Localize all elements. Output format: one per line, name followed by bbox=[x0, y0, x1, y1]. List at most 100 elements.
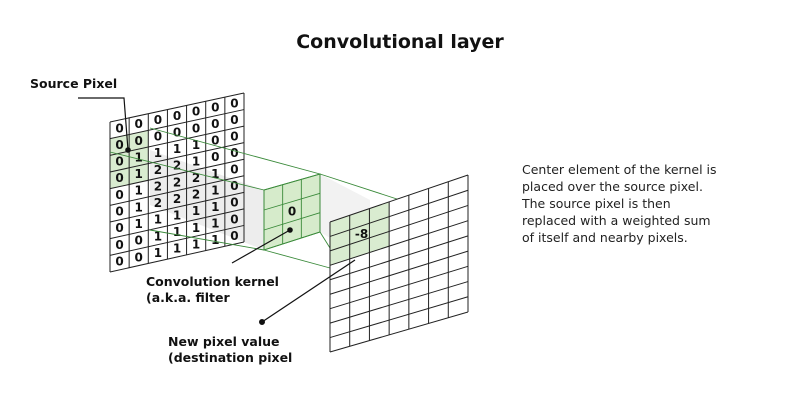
source-cell-value: 2 bbox=[154, 180, 162, 194]
grid-line bbox=[109, 109, 245, 140]
source-cell-value: 0 bbox=[135, 117, 143, 131]
source-cell-value: 0 bbox=[230, 229, 238, 243]
grid-line bbox=[263, 231, 321, 251]
kernel-center-value: 0 bbox=[288, 205, 296, 219]
source-cell-value: 0 bbox=[230, 163, 238, 177]
source-cell-value: 1 bbox=[173, 225, 181, 239]
source-cell-value: 0 bbox=[135, 250, 143, 264]
source-cell-value: 1 bbox=[173, 209, 181, 223]
source-cell-value: 0 bbox=[115, 138, 123, 152]
source-cell-value: 0 bbox=[211, 101, 219, 115]
source-cell-value: 1 bbox=[192, 204, 200, 218]
source-cell-value: 1 bbox=[135, 217, 143, 231]
destination-label-line2: (destination pixel bbox=[168, 350, 292, 365]
source-cell-value: 1 bbox=[211, 217, 219, 231]
grid-line bbox=[263, 192, 321, 211]
grid-line bbox=[329, 174, 469, 223]
connector-line bbox=[319, 173, 401, 201]
connector-line bbox=[109, 151, 265, 191]
source-cell-value: 0 bbox=[173, 125, 181, 139]
source-cell-value: 1 bbox=[135, 200, 143, 214]
source-cell-value: 1 bbox=[154, 246, 162, 260]
highlighted-cell bbox=[110, 167, 130, 189]
source-cell-value: 1 bbox=[211, 200, 219, 214]
description-text: Center element of the kernel is placed o… bbox=[521, 162, 717, 245]
source-cell-value: 2 bbox=[173, 159, 181, 173]
source-cell-value: 0 bbox=[115, 155, 123, 169]
source-cell-value: 1 bbox=[154, 229, 162, 243]
source-cell-value: 0 bbox=[230, 212, 238, 226]
grid-line bbox=[329, 235, 469, 281]
description-line: placed over the source pixel. bbox=[522, 179, 703, 194]
source-cell-value: 2 bbox=[154, 196, 162, 210]
source-cell-value: 1 bbox=[211, 167, 219, 181]
source-cell-value: 0 bbox=[211, 150, 219, 164]
source-cell-value: 1 bbox=[135, 184, 143, 198]
source-cell-value: 0 bbox=[115, 205, 123, 219]
grid-line bbox=[263, 173, 321, 191]
callout-lines bbox=[78, 97, 356, 326]
source-cell-value: 1 bbox=[173, 242, 181, 256]
source-cell-value: 2 bbox=[154, 163, 162, 177]
source-cell-value: 0 bbox=[115, 255, 123, 269]
grid-line bbox=[329, 265, 469, 310]
source-cell-value: 0 bbox=[230, 196, 238, 210]
source-cell-value: 0 bbox=[154, 130, 162, 144]
source-cell-value: 2 bbox=[173, 192, 181, 206]
description-line: The source pixel is then bbox=[521, 196, 671, 211]
kernel-callout-line bbox=[231, 229, 291, 264]
highlighted-cell bbox=[129, 147, 149, 168]
source-pixel-callout-dot bbox=[125, 147, 131, 153]
highlighted-cell bbox=[110, 134, 130, 156]
source-cell-value: 1 bbox=[154, 146, 162, 160]
source-cell-value: 0 bbox=[135, 234, 143, 248]
source-cell-value: 0 bbox=[135, 134, 143, 148]
destination-callout-line bbox=[261, 259, 356, 323]
source-pixel-label: Source Pixel bbox=[30, 76, 117, 91]
source-cell-value: 2 bbox=[192, 171, 200, 185]
grid-line bbox=[329, 189, 469, 237]
source-cell-value: 0 bbox=[115, 188, 123, 202]
source-cell-value: 0 bbox=[115, 171, 123, 185]
source-cell-value: 0 bbox=[230, 96, 238, 110]
source-cell-value: 0 bbox=[192, 105, 200, 119]
grid-line bbox=[329, 281, 469, 324]
destination-callout-dot bbox=[259, 319, 266, 326]
grid-line bbox=[109, 224, 245, 256]
highlighted-cell bbox=[129, 130, 149, 152]
source-cell-value: 1 bbox=[192, 154, 200, 168]
source-cell-value: 1 bbox=[135, 167, 143, 181]
description-line: of itself and nearby pixels. bbox=[522, 230, 688, 245]
convolution-kernel: 0 bbox=[263, 173, 321, 251]
destination-image-grid: -8 bbox=[329, 174, 469, 353]
source-cell-value: 0 bbox=[173, 109, 181, 123]
source-cell-value: 0 bbox=[230, 130, 238, 144]
source-pixel-callout-line bbox=[78, 97, 129, 151]
source-cell-value: 1 bbox=[192, 221, 200, 235]
source-cell-value: 0 bbox=[230, 146, 238, 160]
source-cell-value: 0 bbox=[115, 221, 123, 235]
page-title: Convolutional layer bbox=[296, 31, 504, 53]
source-cell-value: 2 bbox=[173, 175, 181, 189]
source-cell-value: 0 bbox=[211, 134, 219, 148]
kernel-label-line2: (a.k.a. filter bbox=[146, 290, 230, 305]
source-cell-value: 1 bbox=[192, 237, 200, 251]
grid-line bbox=[329, 220, 469, 266]
grid-line bbox=[329, 296, 469, 339]
description-line: replaced with a weighted sum bbox=[522, 213, 711, 228]
source-cell-value: 0 bbox=[230, 113, 238, 127]
source-cell-value: 0 bbox=[115, 121, 123, 135]
destination-pixel-value: -8 bbox=[355, 227, 368, 241]
source-cell-value: 1 bbox=[211, 233, 219, 247]
highlighted-cell bbox=[129, 163, 149, 185]
beam-left bbox=[150, 150, 264, 250]
grid-line bbox=[109, 158, 245, 190]
connector-line bbox=[263, 249, 331, 269]
source-cell-value: 0 bbox=[230, 179, 238, 193]
grid-line bbox=[109, 191, 245, 223]
grid-line bbox=[109, 92, 245, 123]
grid-line bbox=[109, 175, 245, 206]
grid-line bbox=[109, 208, 245, 240]
kernel-label-line1: Convolution kernel bbox=[146, 274, 279, 289]
